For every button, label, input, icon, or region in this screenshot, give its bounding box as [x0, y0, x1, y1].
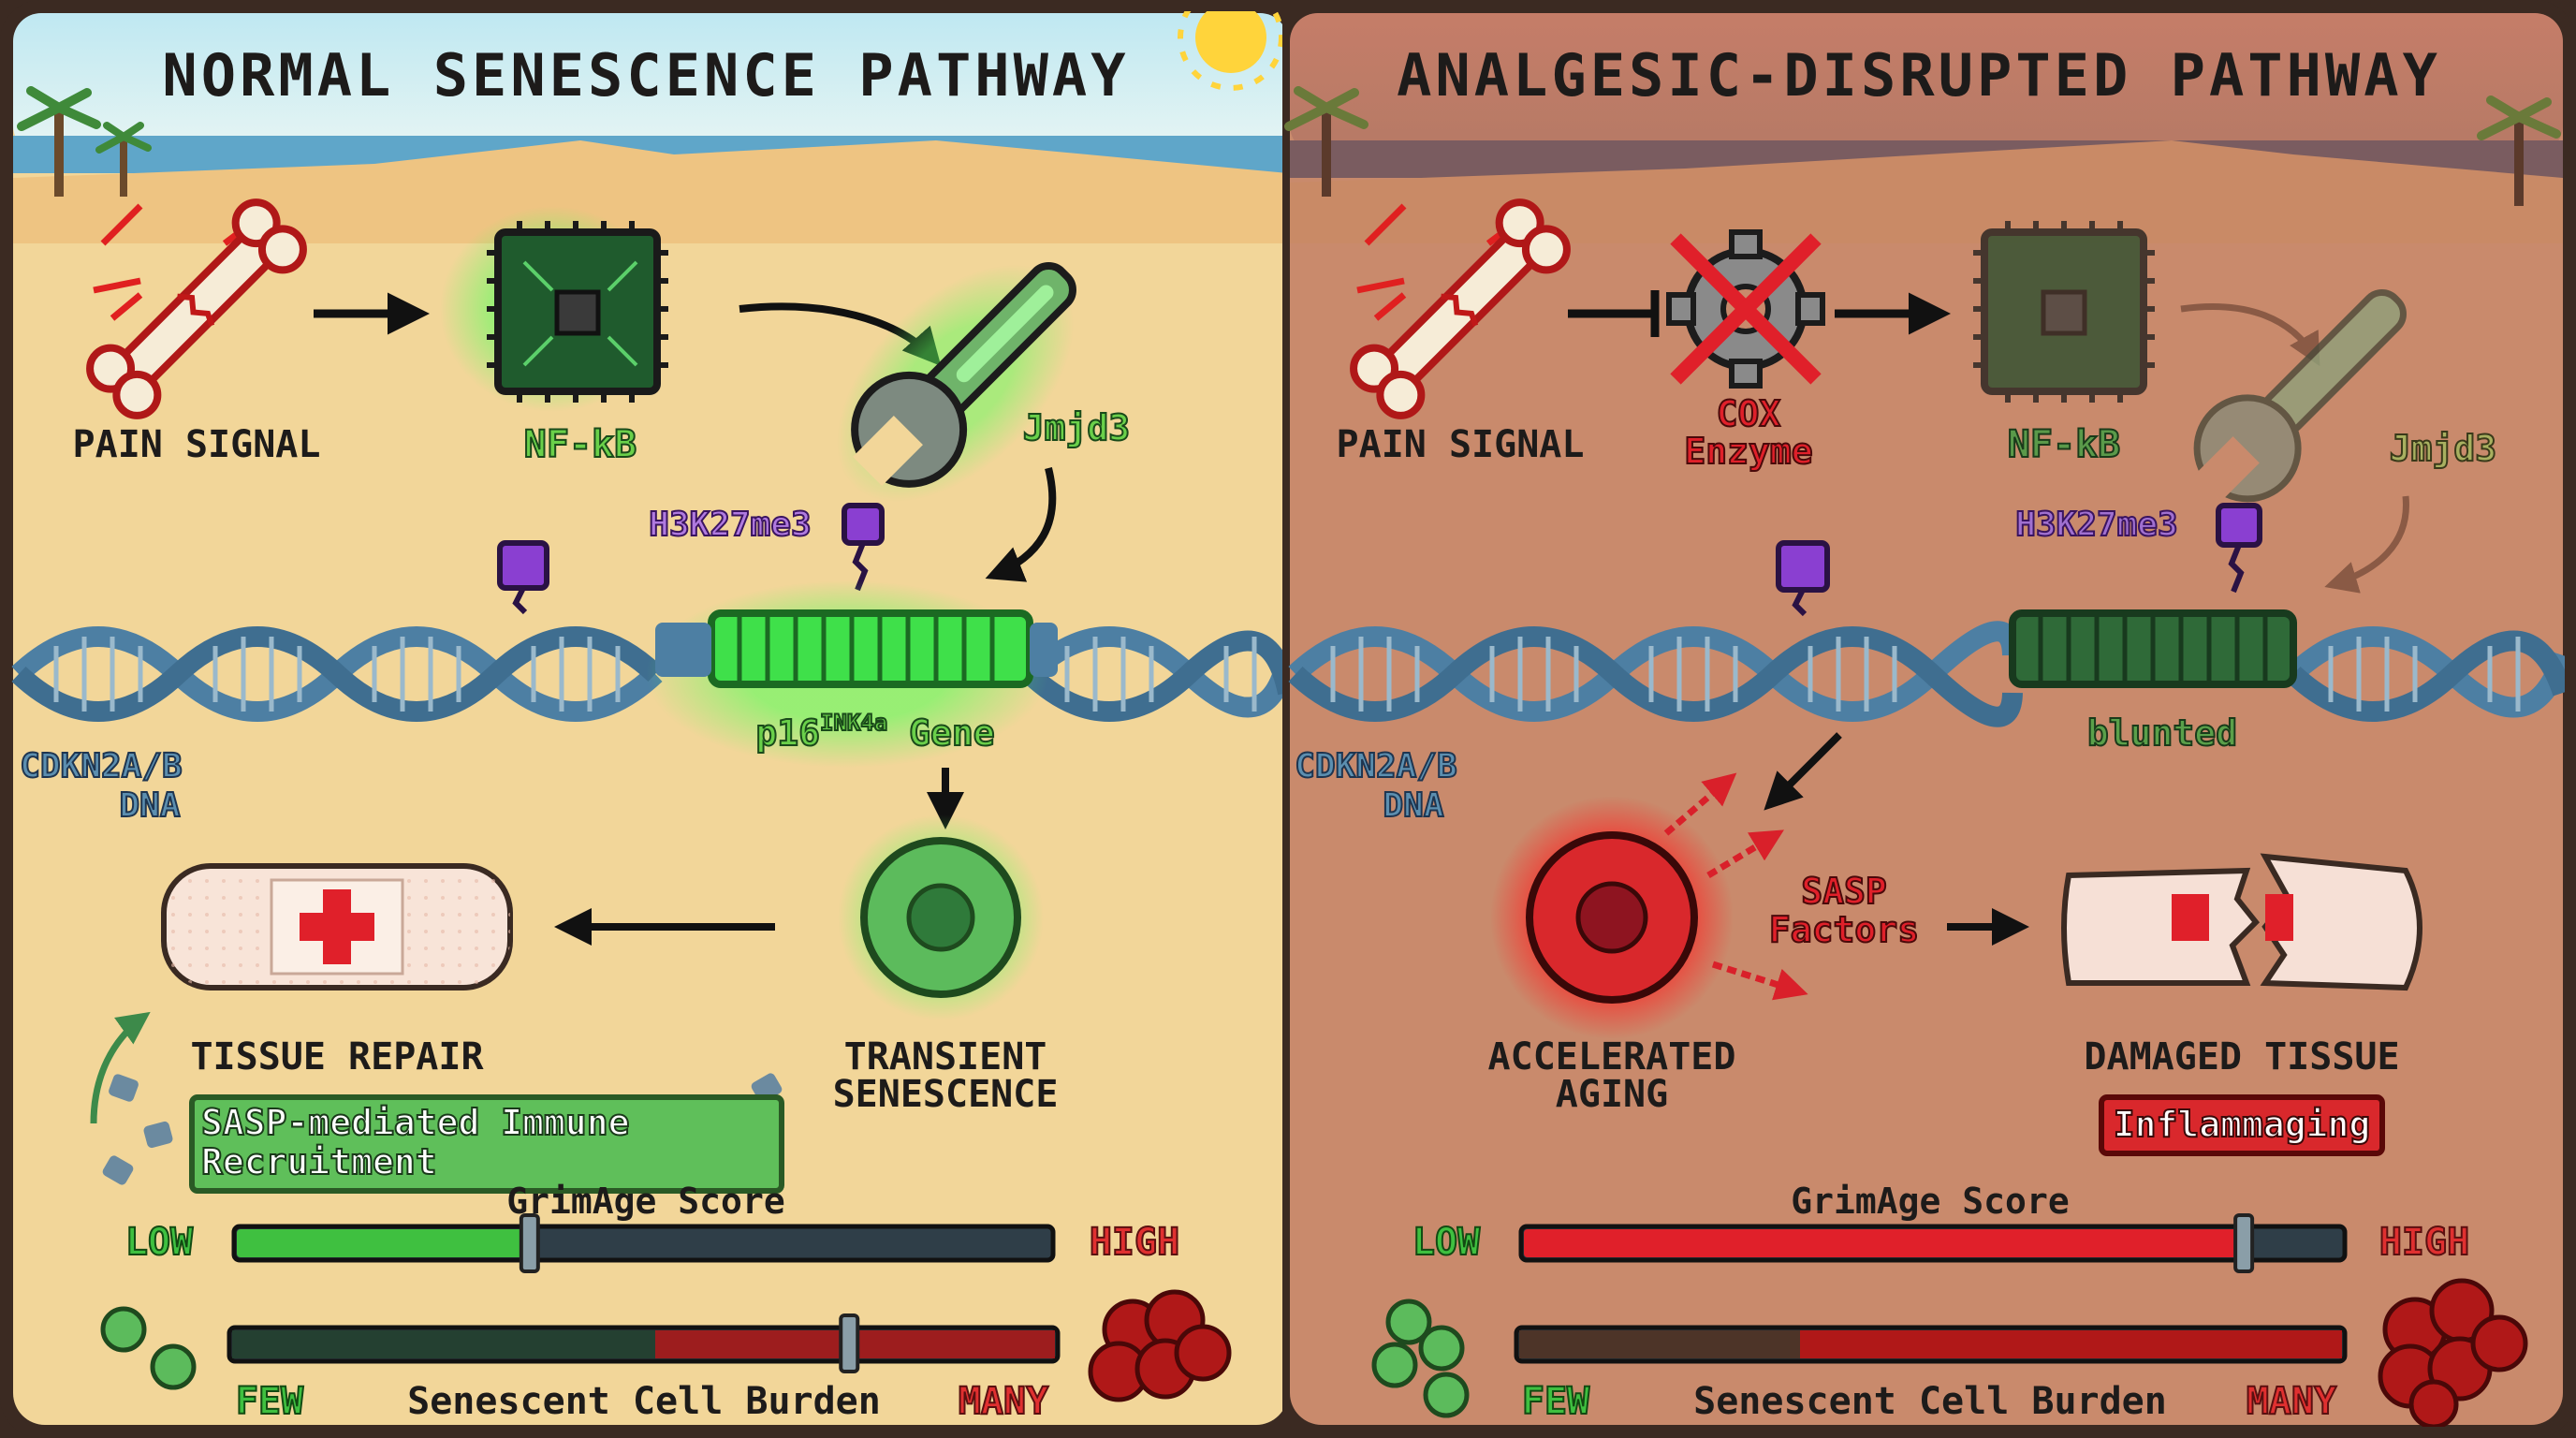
left-grimage-fill: [237, 1229, 530, 1257]
left-title: NORMAL SENESCENCE PATHWAY: [162, 41, 1129, 110]
left-dunes: [13, 140, 1288, 243]
dna-helix: [1288, 621, 2573, 727]
right-title: ANALGESIC-DISRUPTED PATHWAY: [1397, 41, 2441, 110]
right-pain-label: PAIN SIGNAL: [1337, 423, 1585, 466]
inflammaging-badge: [2099, 1094, 2385, 1156]
broken-bone-icon: [86, 198, 307, 419]
right-grimage-fill: [1524, 1229, 2245, 1257]
left-arrow-recruitment: [90, 1011, 151, 1124]
right-grimage-low: LOW: [1412, 1221, 1481, 1264]
left-grimage-knob: [519, 1213, 540, 1273]
right-dna-label-1: CDKN2A/B: [1295, 747, 1456, 785]
p16-gene-segment: [646, 580, 1058, 768]
right-arrow-jmjd3-to-gene: [2324, 495, 2409, 594]
right-dna-label-2: DNA: [1383, 786, 1443, 825]
broken-bone-icon: [1350, 198, 1571, 419]
left-burden-slider: [227, 1313, 1061, 1373]
methyl-mark-icon: [2216, 503, 2262, 594]
right-nfkb-label: NF-kB: [2008, 423, 2120, 466]
right-grimage-title: GrimAge Score: [1791, 1181, 2069, 1222]
right-sasp-label-1: SASP: [1801, 871, 1887, 912]
left-sasp-box-line-1: SASP-mediated Immune: [201, 1102, 630, 1143]
left-grimage-slider: [231, 1213, 1056, 1273]
right-burden-many: MANY: [2247, 1380, 2336, 1423]
left-gene-label: p16INK4a Gene: [755, 710, 994, 754]
right-burden-slider: [1514, 1325, 2348, 1364]
transient-senescent-cell-icon: [838, 814, 1044, 1020]
nfkb-chip-icon: [440, 206, 668, 412]
right-arrow-nfkb-to-jmjd3: [2180, 303, 2320, 367]
many-cells-icon: [1088, 1289, 1232, 1402]
left-cell-label-2: SENESCENCE: [833, 1073, 1059, 1116]
many-cells-icon: [2378, 1278, 2528, 1430]
methyl-mark-icon: [497, 540, 549, 615]
left-nfkb-label: NF-kB: [524, 423, 637, 466]
left-cell-label-1: TRANSIENT: [844, 1035, 1047, 1078]
left-sasp-box-line-2: Recruitment: [201, 1141, 437, 1182]
left-grimage-low: LOW: [125, 1221, 194, 1264]
left-panel: NORMAL SENESCENCE PATHWAY PAIN SIGNAL: [11, 0, 1298, 1425]
left-dna-label-2: DNA: [119, 786, 180, 825]
left-sasp-box: [189, 1094, 784, 1194]
left-burden-few: FEW: [236, 1380, 304, 1423]
right-dunes: [1290, 140, 2563, 243]
palm-tree-icon: [17, 86, 152, 197]
jmjd3-wrench-icon: [2193, 289, 2407, 503]
right-damage-label: DAMAGED TISSUE: [2084, 1035, 2399, 1078]
blunted-gene-segment: [2009, 609, 2297, 688]
left-arrow-jmjd3-to-gene: [985, 467, 1057, 582]
few-cells-icon: [100, 1306, 197, 1390]
right-burden-title: Senescent Cell Burden: [1693, 1380, 2167, 1423]
palm-tree-icon: [1284, 86, 2561, 206]
sasp-release-arrows: [1663, 772, 1808, 1001]
left-dna-label-1: CDKN2A/B: [20, 747, 182, 785]
right-cox-label-1: COX: [1717, 393, 1781, 434]
right-cox-label-2: Enzyme: [1684, 431, 1812, 472]
methyl-mark-icon: [1776, 540, 1830, 617]
sun-icon: [1178, 0, 1284, 91]
left-jmjd3-label: Jmjd3: [1023, 407, 1130, 448]
dna-helix: [11, 626, 1298, 722]
accelerated-aging-cell-icon: [1490, 796, 1734, 1039]
right-jmjd3-label: Jmjd3: [2390, 428, 2496, 469]
right-h3k-label: H3K27me3: [2015, 506, 2177, 544]
left-sky: [13, 13, 1288, 154]
inhibited-x-icon: [1670, 233, 1822, 385]
right-grimage-high: HIGH: [2379, 1221, 2469, 1264]
right-sasp-label-2: Factors: [1769, 909, 1919, 950]
left-grimage-high: HIGH: [1090, 1221, 1179, 1264]
right-burden-few: FEW: [1522, 1380, 1590, 1423]
right-cell-label-1: ACCELERATED: [1488, 1035, 1736, 1078]
left-pain-label: PAIN SIGNAL: [73, 423, 321, 466]
right-sky: [1290, 13, 2563, 154]
right-cell-label-2: AGING: [1556, 1073, 1668, 1116]
few-cells-icon: [1371, 1299, 1470, 1418]
left-repair-label: TISSUE REPAIR: [190, 1035, 484, 1078]
right-gene-label: blunted: [2087, 712, 2237, 754]
left-burden-title: Senescent Cell Burden: [407, 1380, 881, 1423]
jmjd3-wrench-icon: [793, 221, 1118, 546]
right-grimage-knob: [2233, 1213, 2255, 1273]
right-arrow-gene-to-cell: [1764, 732, 1842, 811]
right-grimage-slider: [1518, 1213, 2348, 1273]
left-burden-knob: [839, 1313, 860, 1373]
torn-bandage-icon: [2061, 853, 2422, 991]
right-panel-background: [1290, 13, 2563, 1425]
left-h3k-label: H3K27me3: [649, 506, 811, 544]
bandage-icon: [161, 863, 513, 990]
right-panel: ANALGESIC-DISRUPTED PATHWAY PAIN SIGNAL: [1284, 13, 2573, 1430]
left-burden-many: MANY: [959, 1380, 1048, 1423]
left-grimage-title: GrimAge Score: [506, 1181, 784, 1222]
nfkb-chip-icon: [1973, 221, 2155, 403]
right-inflam-label: Inflammaging: [2114, 1104, 2371, 1145]
